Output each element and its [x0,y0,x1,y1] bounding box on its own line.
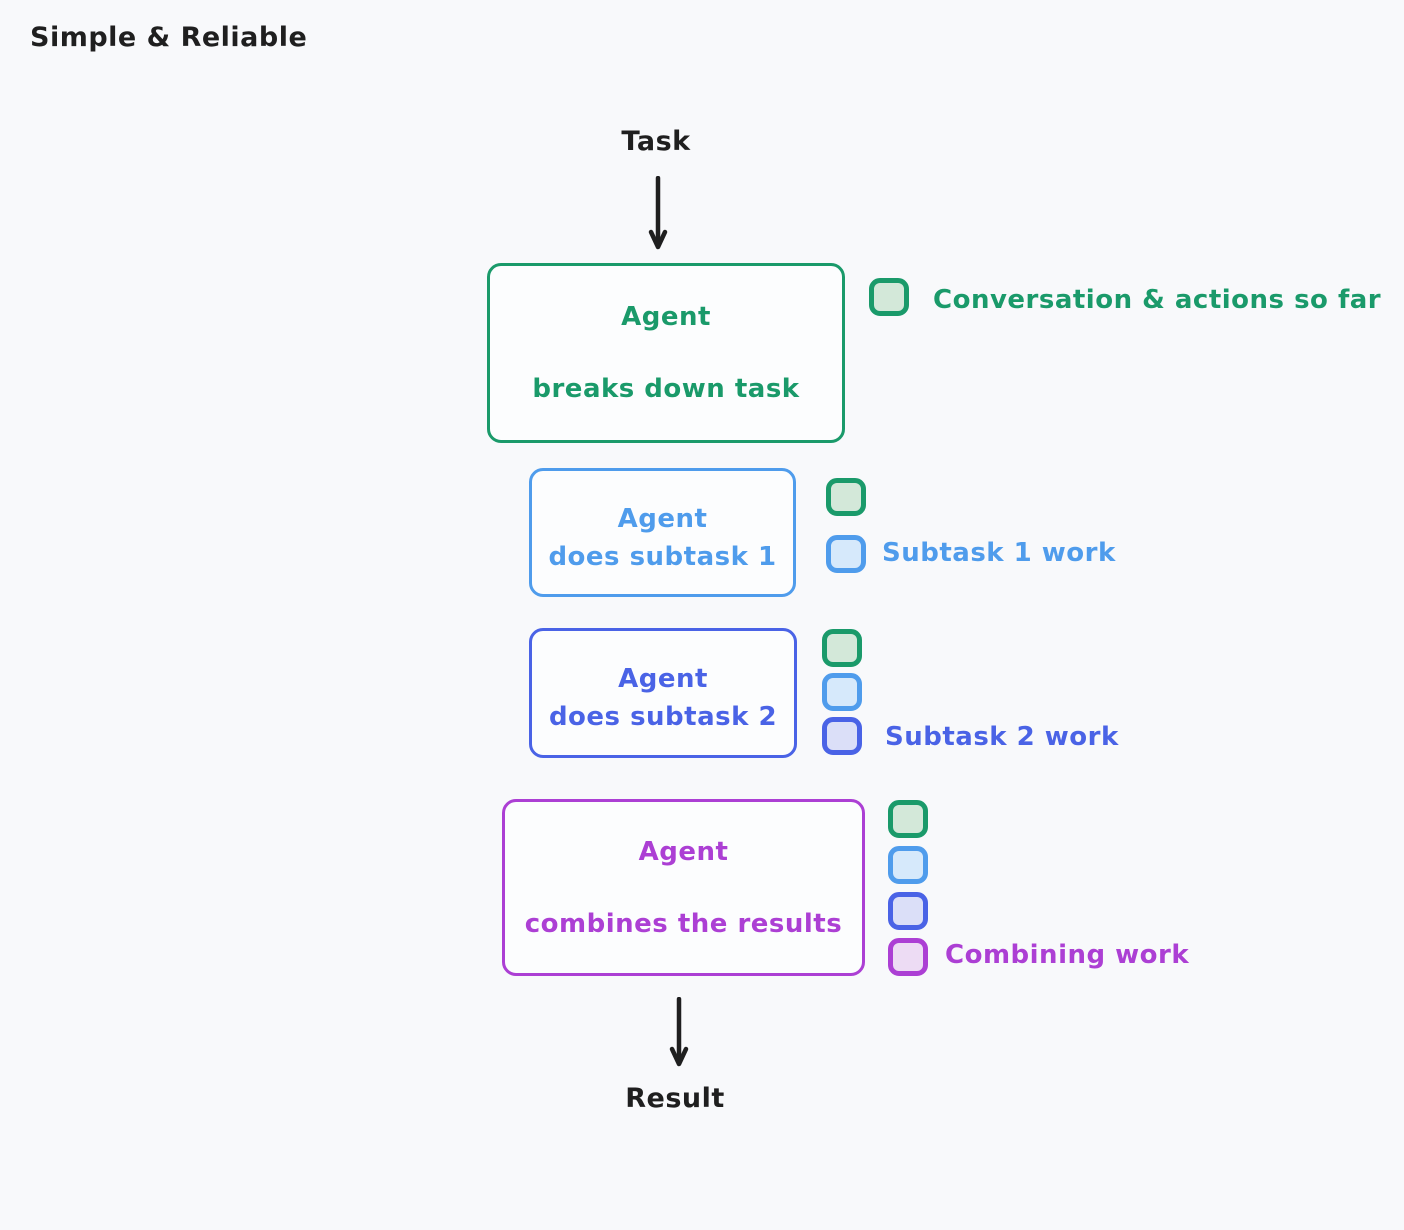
node-subtitle: does subtask 1 [548,541,777,572]
context-token-indigo-icon [822,717,862,755]
legend-subtask-1: Subtask 1 work [882,538,1116,568]
task-label: Task [621,126,691,157]
context-tokens-subtask-2 [822,629,862,755]
legend-subtask-2: Subtask 2 work [885,722,1119,752]
context-token-green-icon [869,278,909,316]
node-subtitle: does subtask 2 [548,702,778,732]
context-tokens-subtask-1 [826,478,866,573]
context-token-blue-icon [826,535,866,573]
node-subtitle: combines the results [524,908,843,939]
context-token-purple-icon [888,938,928,976]
node-title: Agent [618,664,708,694]
agent-to-result-arrow-icon [669,997,689,1067]
node-agent-breaks-down-task: Agent breaks down task [487,263,845,443]
node-title: Agent [621,302,711,332]
legend-combining: Combining work [945,940,1190,970]
node-agent-does-subtask-1: Agent does subtask 1 [529,468,796,597]
node-title: Agent [617,503,708,534]
result-label: Result [625,1083,725,1114]
context-token-indigo-icon [888,892,928,930]
context-token-blue-icon [822,673,862,711]
context-token-blue-icon [888,846,928,884]
node-subtitle: breaks down task [532,374,800,404]
context-tokens-combining [888,800,928,976]
node-agent-combines-results: Agent combines the results [502,799,865,976]
node-agent-does-subtask-2: Agent does subtask 2 [529,628,797,758]
context-token-green-icon [888,800,928,838]
context-tokens-breakdown [869,278,909,316]
context-token-green-icon [826,478,866,516]
diagram-title: Simple & Reliable [30,22,308,53]
legend-conversation: Conversation & actions so far [933,285,1382,315]
context-token-green-icon [822,629,862,667]
node-title: Agent [638,836,729,867]
task-to-agent-arrow-icon [648,176,668,250]
